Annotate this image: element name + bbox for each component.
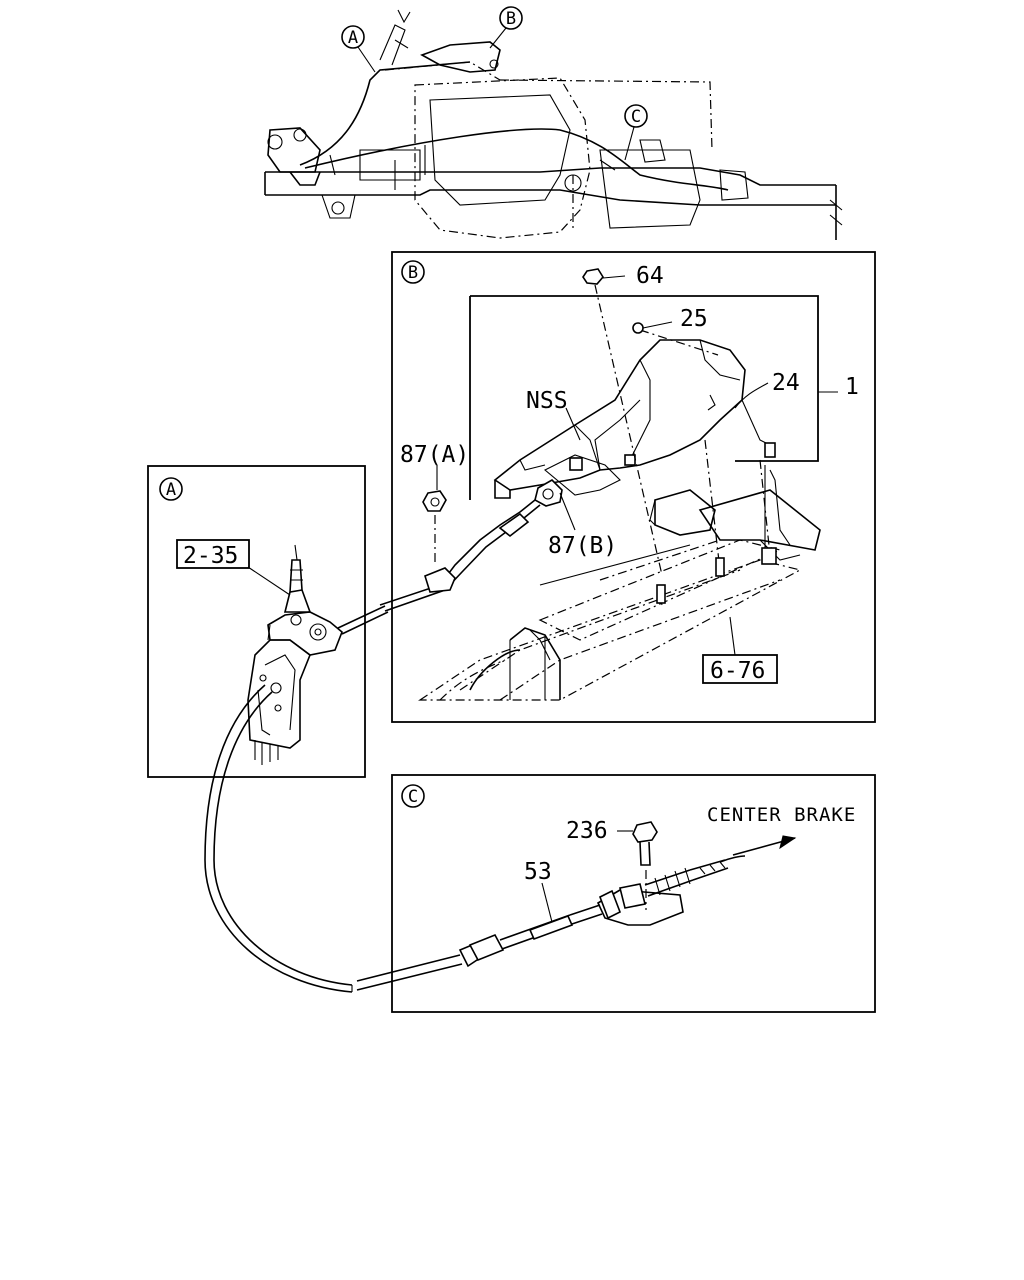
part-label-1: 1 bbox=[845, 374, 859, 400]
part-label-25: 25 bbox=[680, 306, 708, 332]
brake-cable-loop bbox=[204, 684, 353, 993]
part-label-236: 236 bbox=[566, 818, 608, 844]
panel-a-transmission-lever: A bbox=[147, 465, 366, 778]
svg-text:6-76: 6-76 bbox=[710, 658, 765, 684]
overview-callout-a: A bbox=[341, 25, 376, 73]
svg-text:C: C bbox=[408, 787, 418, 807]
svg-text:A: A bbox=[348, 28, 358, 48]
part-label-53: 53 bbox=[524, 859, 552, 885]
overview-callout-b: B bbox=[489, 6, 523, 49]
brake-cable-upper bbox=[337, 605, 389, 635]
overview-callout-c: C bbox=[624, 104, 648, 161]
panel-c-center-brake-cable: C bbox=[356, 774, 876, 1013]
part-label-6-76-box: 6-76 bbox=[702, 616, 778, 684]
part-label-87b: 87(B) bbox=[548, 533, 617, 559]
svg-text:A: A bbox=[166, 480, 176, 500]
center-brake-note: CENTER BRAKE bbox=[707, 804, 856, 826]
panel-b-brake-lever: B bbox=[379, 251, 876, 723]
overview-vehicle-chassis bbox=[264, 9, 843, 240]
svg-text:B: B bbox=[506, 9, 516, 29]
part-label-nss: NSS bbox=[526, 388, 568, 414]
svg-text:B: B bbox=[408, 263, 418, 283]
part-label-87a: 87(A) bbox=[400, 442, 469, 468]
part-label-64: 64 bbox=[636, 263, 664, 289]
svg-text:C: C bbox=[631, 107, 641, 127]
part-label-24: 24 bbox=[772, 370, 800, 396]
svg-text:2-35: 2-35 bbox=[183, 543, 238, 569]
part-label-2-35-box: 2-35 bbox=[176, 539, 250, 569]
